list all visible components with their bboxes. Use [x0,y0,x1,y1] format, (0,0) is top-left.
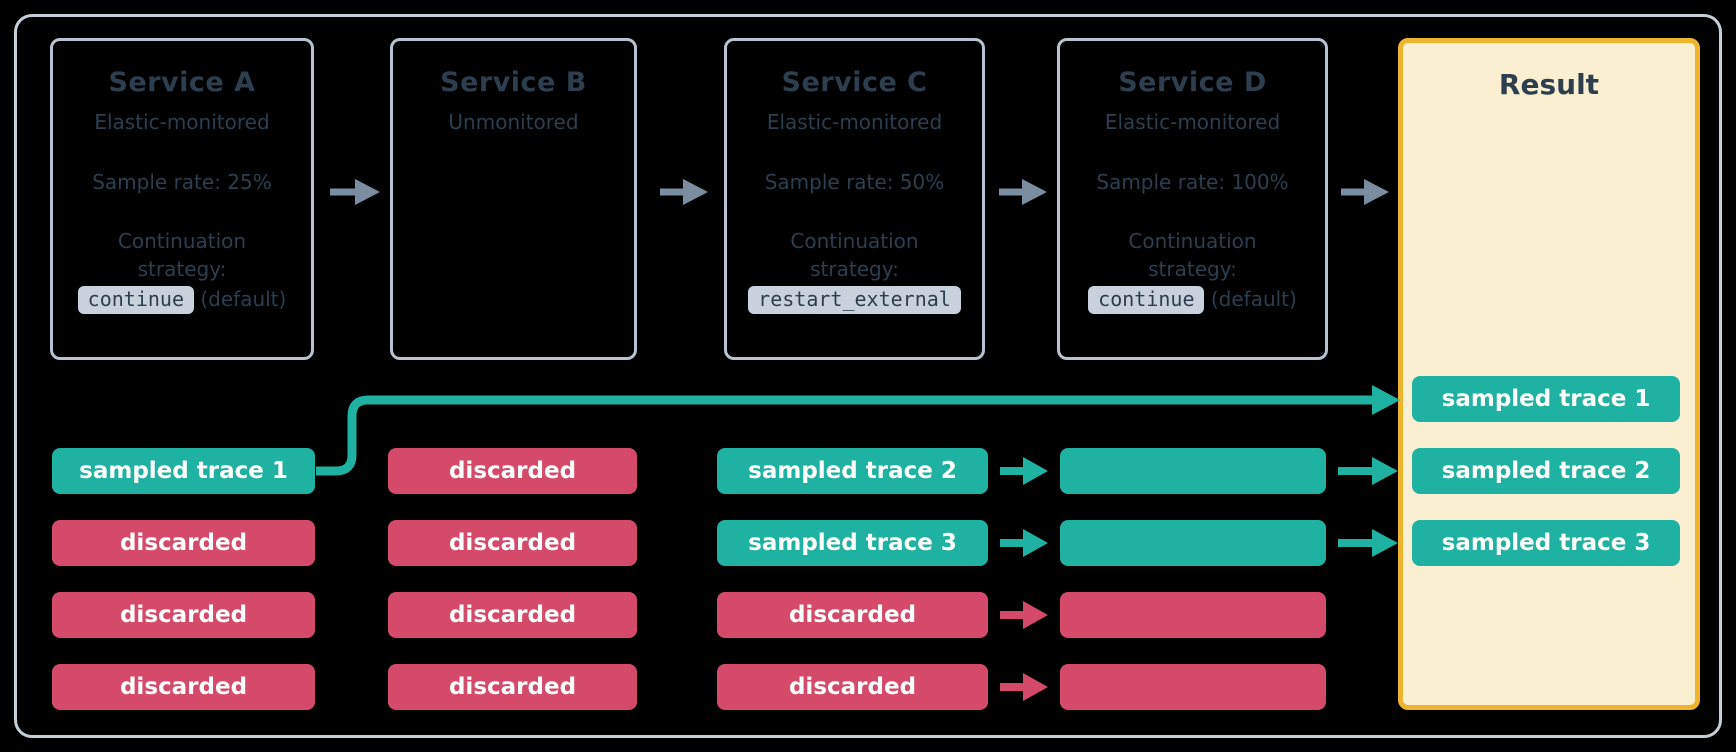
service-c-strategy-value: restart_external [727,286,982,314]
service-a-monitoring: Elastic-monitored [94,110,270,134]
trace-chip: discarded [52,592,315,638]
service-d-title: Service D [1118,67,1267,98]
service-a-box: Service A Elastic-monitored Sample rate:… [50,38,314,360]
service-d-strategy-code: continue [1088,286,1205,314]
service-c-strategy-code: restart_external [748,286,961,314]
service-b-title: Service B [440,67,587,98]
service-d-monitoring: Elastic-monitored [1104,110,1281,134]
service-c-box: Service C Elastic-monitored Sample rate:… [724,38,985,360]
service-c-sample-rate: Sample rate: 50% [764,170,945,194]
trace-chip [1060,448,1326,494]
service-a-strategy-code: continue [77,286,194,314]
service-b-monitoring: Unmonitored [448,110,579,134]
trace-chip: sampled trace 3 [717,520,988,566]
service-d-strategy-label: Continuation strategy: [1128,229,1257,281]
service-a-sample-rate: Sample rate: 25% [92,170,272,194]
service-a-strategy-label: Continuation strategy: [117,229,247,281]
service-d-strategy-value: continue (default) [1060,286,1325,314]
service-c-strategy-label: Continuation strategy: [790,229,919,281]
trace-chip: discarded [717,592,988,638]
service-d-box: Service D Elastic-monitored Sample rate:… [1057,38,1328,360]
trace-chip [1060,520,1326,566]
trace-chip: discarded [388,592,637,638]
trace-chip [1060,592,1326,638]
trace-chip: discarded [717,664,988,710]
trace-chip: discarded [388,664,637,710]
outer-frame [14,14,1722,738]
service-a-strategy-value: continue (default) [53,286,311,314]
trace-chip: discarded [388,448,637,494]
service-d-strategy-suffix: (default) [1210,287,1297,311]
trace-chip [1060,664,1326,710]
trace-chip: sampled trace 1 [1412,376,1680,422]
service-d-sample-rate: Sample rate: 100% [1096,170,1289,194]
trace-chip: discarded [52,520,315,566]
result-title: Result [1498,68,1600,101]
service-c-monitoring: Elastic-monitored [766,110,943,134]
trace-chip: sampled trace 2 [717,448,988,494]
service-b-box: Service B Unmonitored [390,38,637,360]
trace-chip: discarded [52,664,315,710]
trace-chip: sampled trace 3 [1412,520,1680,566]
trace-chip: sampled trace 1 [52,448,315,494]
trace-chip: sampled trace 2 [1412,448,1680,494]
service-c-title: Service C [781,67,928,98]
trace-chip: discarded [388,520,637,566]
result-box: Result [1398,38,1700,710]
service-a-strategy-suffix: (default) [200,287,287,311]
service-a-title: Service A [108,67,256,98]
